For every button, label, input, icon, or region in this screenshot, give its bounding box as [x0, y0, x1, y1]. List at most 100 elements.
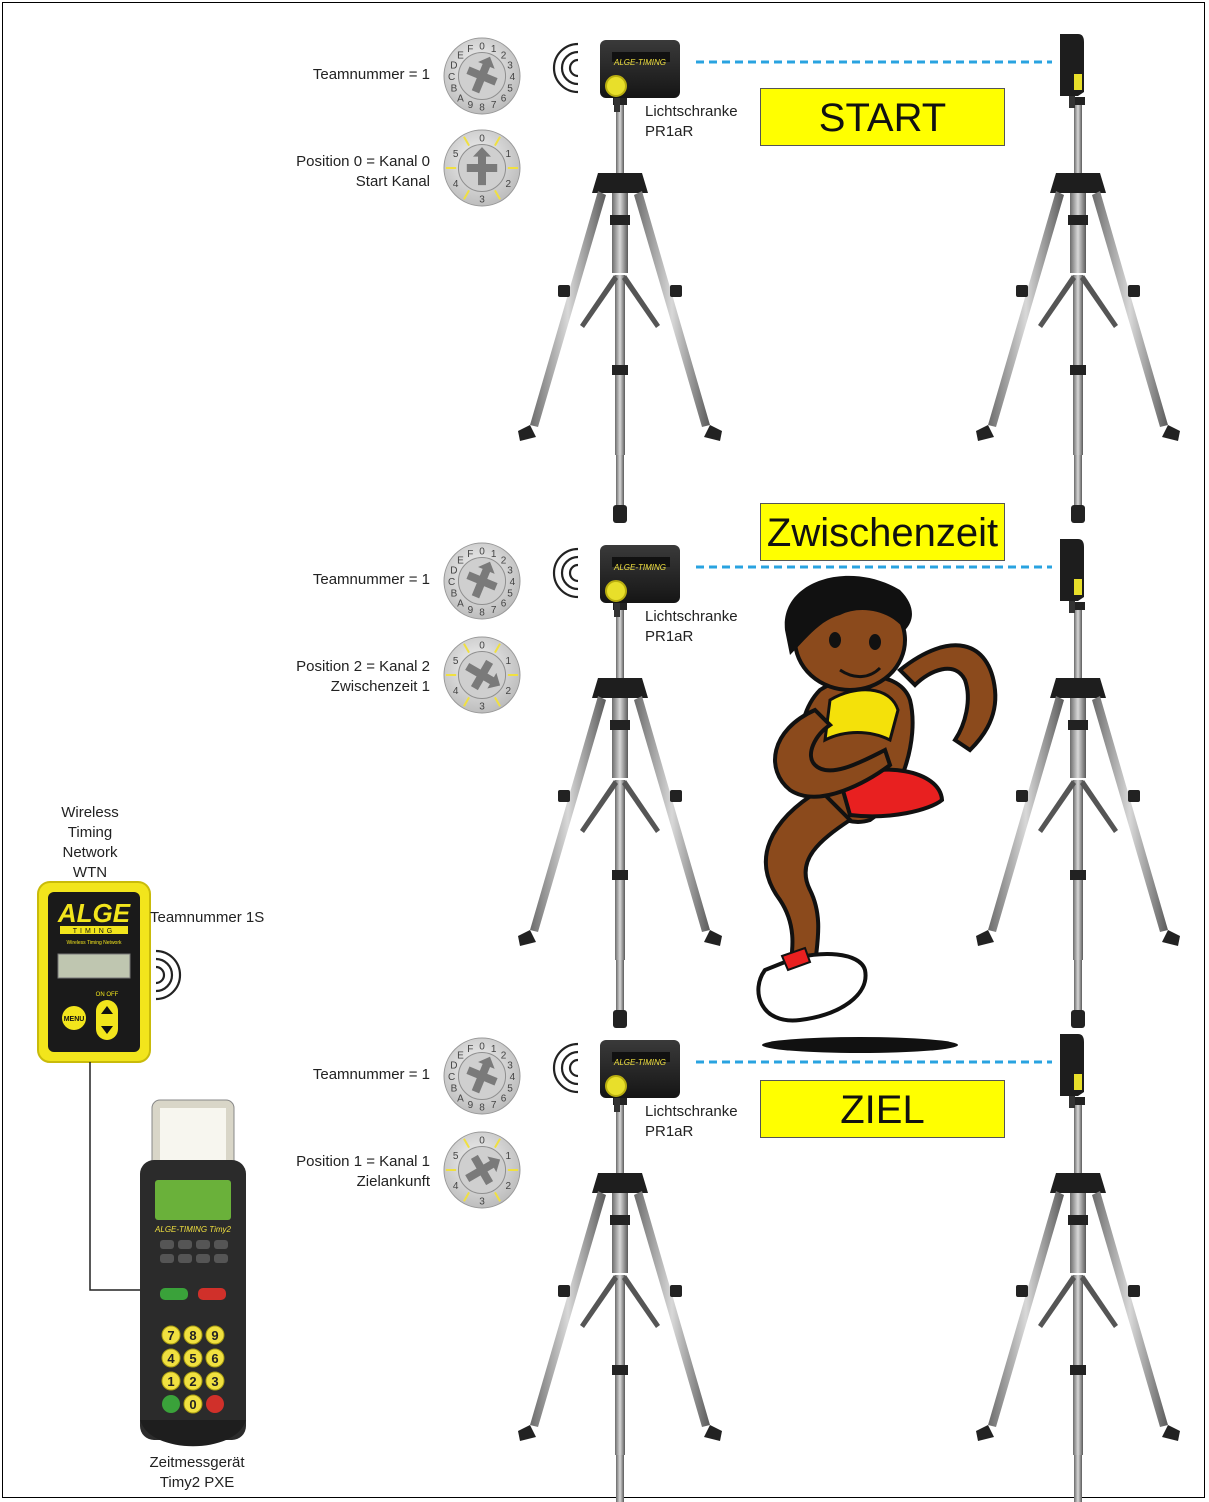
dial-digit: 1 [491, 1044, 497, 1055]
dial-digit: 4 [453, 179, 459, 190]
dial-digit: 8 [479, 607, 485, 618]
sensor-brand: ALGE-TIMING [613, 563, 666, 572]
dial-digit: 8 [479, 1102, 485, 1113]
dial-digit: 0 [479, 134, 485, 145]
timy-key-label: 3 [211, 1374, 218, 1389]
timy-key-label: 1 [167, 1374, 174, 1389]
tripod-reflector [976, 97, 1180, 523]
dial-digit: 5 [507, 1084, 513, 1095]
dial-digit: 7 [491, 100, 497, 111]
dial-digit: 7 [491, 1100, 497, 1111]
tripod-reflector [976, 1097, 1180, 1502]
timy-key-4 [161, 1348, 181, 1368]
dial-digit: 1 [491, 549, 497, 560]
dial-digit: F [467, 1044, 473, 1055]
reflector [1060, 539, 1084, 613]
dial-digit: E [457, 1051, 464, 1062]
timy-brand: ALGE-TIMING Timy2 [154, 1225, 231, 1234]
light-beams [696, 60, 1052, 1064]
dial-digit: 4 [510, 72, 516, 83]
dial-digit: 0 [479, 1042, 485, 1053]
wtn-title: Wireless Timing Network WTN [61, 804, 119, 881]
dial-digit: 5 [453, 1151, 459, 1162]
station-banner-split: Zwischenzeit [760, 503, 1005, 561]
tripod-sensor [518, 97, 722, 523]
dial-digit: 5 [507, 84, 513, 95]
dial-digit: A [457, 93, 464, 104]
sensor-radio-waves [552, 547, 579, 599]
timy-key-8 [183, 1325, 203, 1345]
dial-pointer [466, 147, 498, 186]
dial-digit: C [448, 1072, 455, 1083]
timy-function-key [178, 1240, 192, 1249]
dial-digit: 0 [479, 547, 485, 558]
dial-digit: 0 [479, 641, 485, 652]
position-label: Position 0 = Kanal 0 Start Kanal [296, 153, 430, 190]
sensor-label: Lichtschranke PR1aR [645, 103, 738, 140]
dial-pointer [466, 561, 498, 599]
reflector [1060, 34, 1084, 108]
dial-digit: E [457, 556, 464, 567]
dial-digit: D [450, 565, 457, 576]
dial-digit: 7 [491, 605, 497, 616]
team-number-label: Teamnummer = 1 [312, 1066, 430, 1083]
wtn-tagline: Wireless Timing Network [66, 940, 122, 946]
dial-digit: 3 [479, 194, 485, 205]
timy-key-label: 0 [189, 1397, 196, 1412]
dial-digit: 3 [507, 60, 513, 71]
timy-key-label: 5 [189, 1351, 196, 1366]
dial-digit: 4 [510, 1072, 516, 1083]
dial-digit: 2 [506, 686, 512, 697]
dial-digit: 1 [506, 149, 512, 160]
sensor-radio-waves [552, 42, 579, 94]
timy-key-label: 7 [167, 1328, 174, 1343]
tripod-sensor [518, 1097, 722, 1502]
timy-key-5 [183, 1348, 203, 1368]
timy-function-key [178, 1254, 192, 1263]
wtn-team-label: Teamnummer 1S [150, 909, 265, 926]
timy-function-key [196, 1254, 210, 1263]
dial-digit: 9 [468, 1100, 474, 1111]
dial-digit: 0 [479, 1136, 485, 1147]
dial-pointer [466, 1056, 498, 1094]
dial-digit: F [467, 549, 473, 560]
timy-function-key [160, 1240, 174, 1249]
wtn-radio-waves [155, 949, 182, 1001]
sensor-brand: ALGE-TIMING [613, 58, 666, 67]
timer-caption: Zeitmessgerät Timy2 PXE [149, 1454, 245, 1491]
dial-digit: D [450, 1060, 457, 1071]
dial-digit: 2 [501, 51, 507, 62]
reflector [1060, 1034, 1084, 1108]
timy-function-key [196, 1240, 210, 1249]
timy-stop-key [198, 1288, 226, 1300]
timy-key-9 [205, 1325, 225, 1345]
wtn-logo: ALGE [57, 898, 131, 928]
timy-key-label: 6 [211, 1351, 218, 1366]
timy-start-key [160, 1288, 188, 1300]
timy-key-0 [183, 1394, 203, 1414]
dial-digit: 8 [479, 102, 485, 113]
dial-digit: 1 [506, 656, 512, 667]
dial-digit: 4 [453, 686, 459, 697]
dial-pointer [465, 1154, 501, 1186]
dial-digit: 6 [501, 1093, 507, 1104]
sensor-radio-waves [552, 1042, 579, 1094]
timy-key-3 [205, 1371, 225, 1391]
dial-digit: A [457, 598, 464, 609]
dial-digit: B [451, 1084, 458, 1095]
dial-digit: D [450, 60, 457, 71]
runner-illustration [756, 575, 998, 1053]
timy-key-6 [205, 1348, 225, 1368]
dial-digit: 4 [510, 577, 516, 588]
timy-key-label: 2 [189, 1374, 196, 1389]
dial-digit: 4 [453, 1181, 459, 1192]
wtn-logo-sub: TIMING [73, 928, 116, 935]
dial-digit: 5 [507, 589, 513, 600]
dial-digit: 0 [479, 42, 485, 53]
dial-digit: F [467, 44, 473, 55]
